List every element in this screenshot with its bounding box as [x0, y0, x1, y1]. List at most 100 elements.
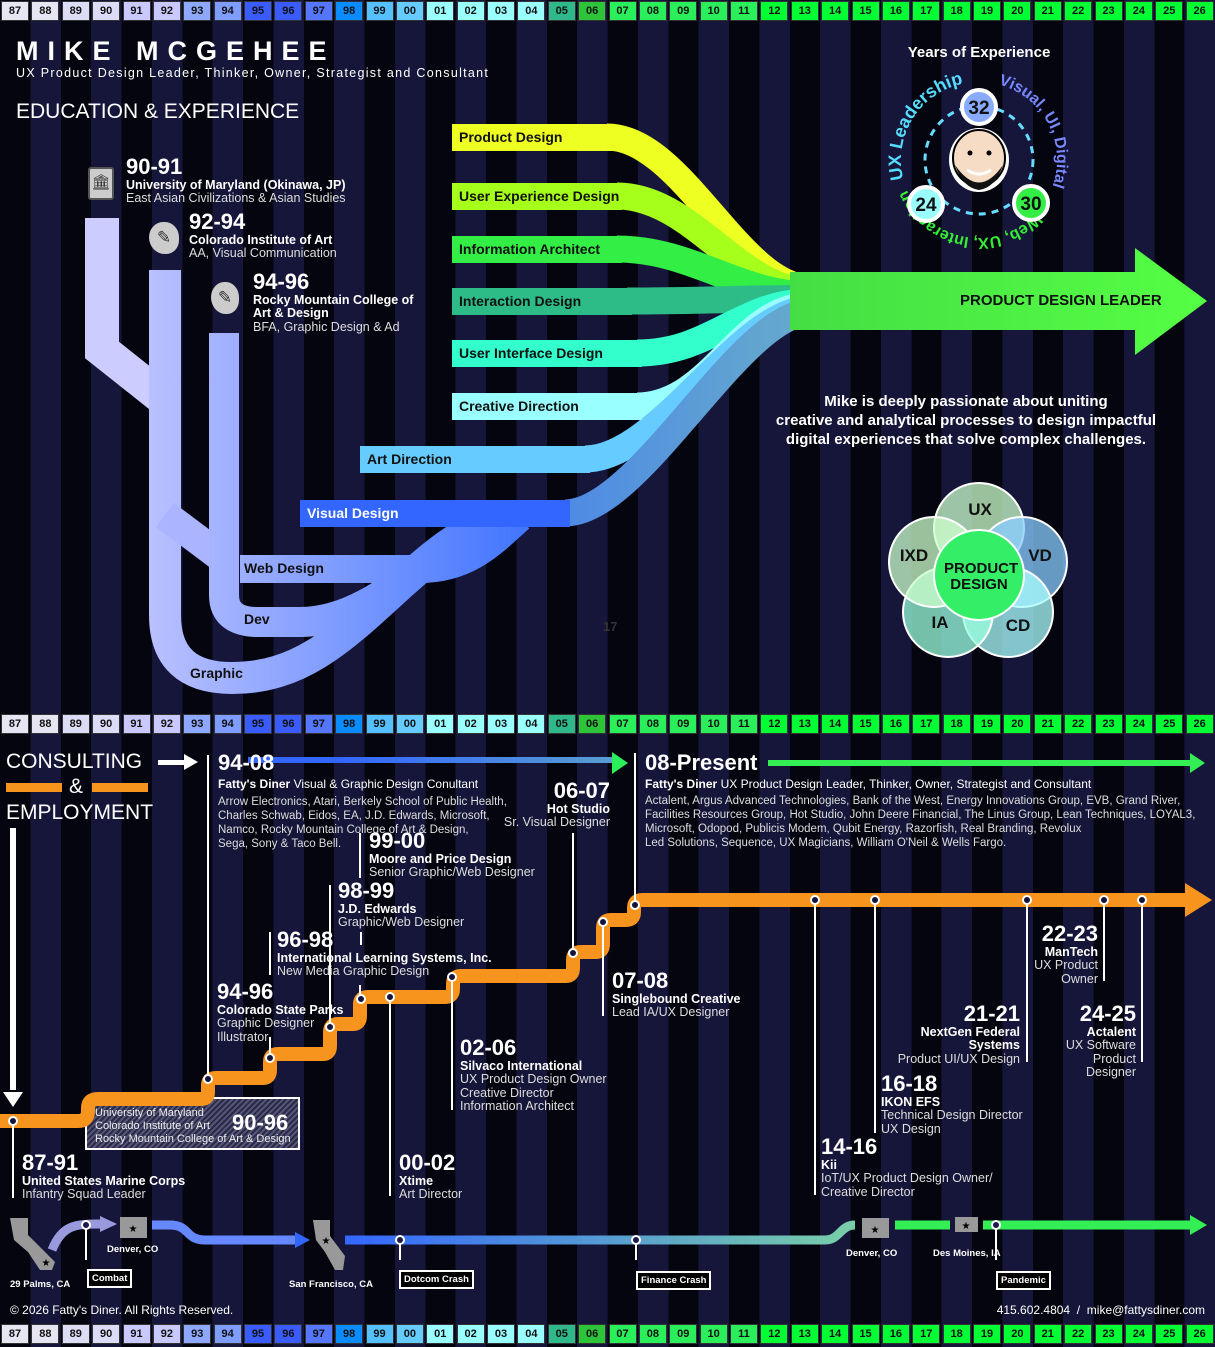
year-cell: 00: [395, 1324, 424, 1344]
job-role: Technical Design Director: [881, 1108, 1023, 1123]
school-name: Colorado Institute of Art: [95, 1120, 210, 1132]
year-cell: 91: [122, 1324, 151, 1344]
year-cell: 19: [973, 714, 1001, 734]
education-years: 92-94: [189, 209, 246, 234]
year-cell: 89: [61, 1, 90, 21]
venn-vd-label: VD: [1028, 546, 1052, 565]
education-degree: East Asian Civilizations & Asian Studies: [126, 191, 346, 206]
year-cell: 99: [365, 1324, 394, 1344]
year-cell: 98: [335, 1324, 364, 1344]
client-list-line: Led Solutions, Sequence, UX Magicians, W…: [645, 837, 1007, 850]
year-cell: 05: [547, 1324, 576, 1344]
year-cell: 94: [213, 714, 242, 734]
location-track: [47, 1219, 101, 1252]
job-years: 96-98: [277, 927, 334, 952]
year-cell: 92: [152, 714, 181, 734]
year-cell: 25: [1155, 1, 1184, 21]
year-cell: 24: [1124, 1324, 1153, 1344]
colorado-map-icon: [862, 1218, 889, 1238]
client-list-line: Charles Schwab, Eidos, EA, J.D. Edwards,…: [218, 810, 490, 823]
year-cell: 11: [730, 714, 758, 734]
education-degree: AA, Visual Communication: [189, 246, 337, 261]
year-cell: 87: [1, 1, 29, 21]
state-shapes: [10, 1217, 978, 1270]
year-cell: 26: [1185, 714, 1214, 734]
year-cell: 96: [274, 1, 303, 21]
year-cell: 04: [517, 714, 546, 734]
job-years: 06-07: [553, 778, 610, 803]
year-cell: 01: [426, 1324, 455, 1344]
arrow-head-icon: [184, 754, 198, 770]
year-cell: 18: [942, 1, 971, 21]
year-cell: 98: [335, 714, 364, 734]
orange-bar: [6, 783, 62, 792]
job-company: IKON EFS: [881, 1094, 941, 1109]
year-cell: 26: [1185, 1, 1214, 21]
iowa-map-icon: [955, 1217, 978, 1232]
year-cell: 17: [912, 1, 941, 21]
job-role: Art Director: [399, 1187, 463, 1202]
year-cell: 04: [517, 1324, 546, 1344]
job-company: Silvaco International: [460, 1058, 583, 1073]
job-role: Lead IA/UX Designer: [612, 1005, 730, 1020]
education-item: 90-91 University of Maryland (Okinawa, J…: [126, 155, 346, 206]
client-list-line: Arrow Electronics, Atari, Berkely School…: [218, 796, 507, 809]
location-track: [345, 1220, 856, 1245]
job-role: UX Product Design Owner: [460, 1072, 607, 1087]
year-cell: 16: [881, 1, 910, 21]
skills-flow-diagram: [85, 123, 1207, 695]
year-cell: 09: [669, 714, 698, 734]
orange-bar: [92, 783, 148, 792]
education-degree: BFA, Graphic Design & Ad: [253, 319, 400, 334]
web-design-label: Web Design: [244, 560, 324, 576]
avatar: [949, 128, 1009, 192]
year-cell: 22: [1064, 1, 1093, 21]
year-cell: 02: [456, 1, 485, 21]
education-trunk-cia: [149, 270, 523, 695]
graphic-label: Graphic: [190, 665, 243, 681]
year-cell: 92: [152, 1324, 181, 1344]
dashed-cycle-arrow: [923, 104, 1035, 216]
year-cell: 13: [790, 1, 819, 21]
skill-label: Art Direction: [360, 446, 590, 473]
job-years: 22-23: [1041, 921, 1098, 946]
event-label: Combat: [87, 1269, 133, 1288]
job-role: Graphic Designer: [217, 1016, 315, 1031]
year-cell: 14: [821, 1324, 850, 1344]
year-cell: 16: [881, 1324, 910, 1344]
year-cell: 10: [699, 1324, 728, 1344]
year-cell: 10: [699, 1, 728, 21]
job-fattys-now: 08-Present Fatty's Diner UX Product Desi…: [645, 751, 1195, 850]
job-years: 02-06: [460, 1035, 517, 1060]
year-cell: 88: [31, 714, 60, 734]
job-role: Visual & Graphic Design Conultant: [293, 776, 479, 791]
skill-label: Information Architect: [452, 236, 622, 263]
california-map-icon: [313, 1220, 345, 1270]
product-design-leader-arrow: [790, 248, 1207, 355]
year-cell: 15: [851, 714, 880, 734]
consulting-arrow: [158, 760, 184, 765]
job-role: Graphic/Web Designer: [338, 915, 465, 930]
year-cell: 18: [942, 1324, 971, 1344]
years-of-experience-title: Years of Experience: [907, 44, 1051, 61]
education-item: 92-94 Colorado Institute of Art AA, Visu…: [189, 210, 337, 261]
school-name: Rocky Mountain College of Art & Design: [95, 1133, 291, 1145]
year-cell: 13: [790, 1324, 819, 1344]
skill-label: User Interface Design: [452, 340, 642, 367]
year-cell: 93: [183, 714, 212, 734]
skills-venn-diagram: UX VD CD IA IXD: [888, 482, 1068, 658]
skill-label: Interaction Design: [452, 288, 632, 315]
svg-text:★: ★: [322, 1236, 331, 1247]
event-label: Pandemic: [996, 1271, 1051, 1290]
year-cell: 01: [426, 714, 455, 734]
year-cell: 09: [669, 1324, 698, 1344]
